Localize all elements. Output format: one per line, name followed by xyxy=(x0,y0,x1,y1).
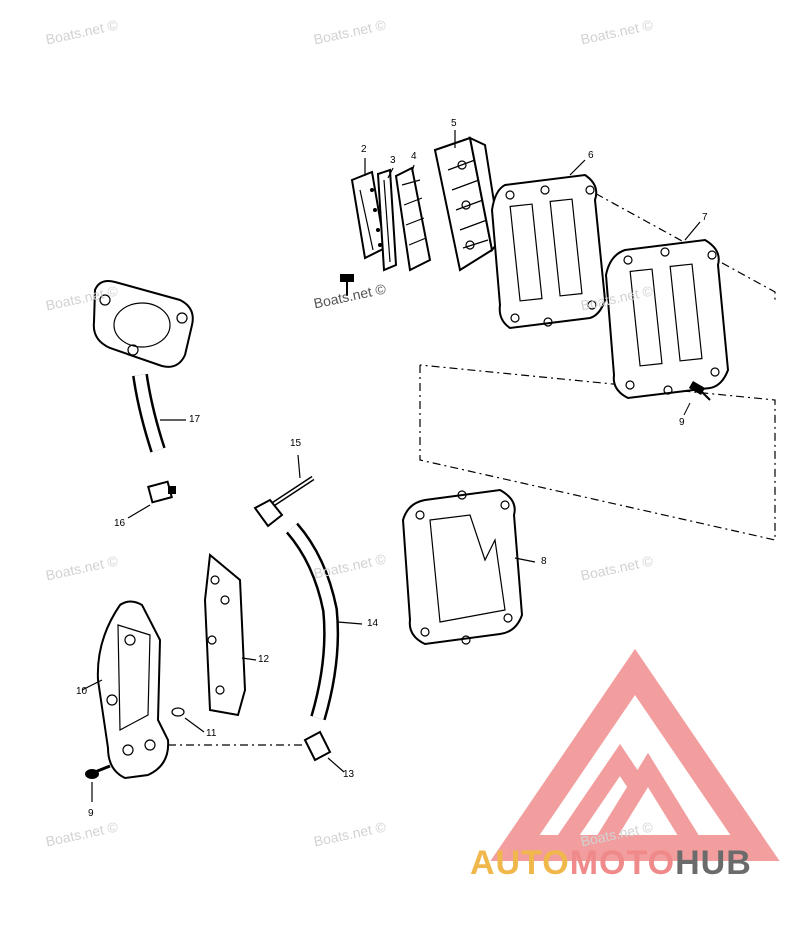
alignment-line-upper xyxy=(579,184,776,300)
part-3-reed-petal xyxy=(376,168,398,272)
part-12-plate xyxy=(203,553,257,717)
callout-8: 8 xyxy=(541,556,547,567)
brand-hub: HUB xyxy=(675,844,752,882)
part-4-reed-set xyxy=(394,166,432,272)
automotohub-wordmark: AUTOMOTOHUB xyxy=(470,844,752,883)
callout-11: 11 xyxy=(206,728,217,739)
part-11-ring xyxy=(171,707,205,733)
callout-7: 7 xyxy=(702,212,708,223)
part-17-hose xyxy=(132,373,166,453)
callout-14: 14 xyxy=(367,618,379,629)
brand-auto: AUTO xyxy=(470,844,570,882)
reed-screw xyxy=(340,274,354,296)
callout-13: 13 xyxy=(343,769,355,780)
part-13-fitting xyxy=(303,730,345,773)
fitting-flange xyxy=(92,280,194,368)
part-15-elbow-fitting xyxy=(253,454,315,528)
part-8-gasket xyxy=(401,488,524,646)
callout-2: 2 xyxy=(361,144,367,155)
callout-6: 6 xyxy=(588,150,594,161)
brand-moto: MOTO xyxy=(569,844,676,882)
callout-9-upper: 9 xyxy=(679,417,685,428)
callout-3: 3 xyxy=(390,155,396,166)
callout-5: 5 xyxy=(451,118,457,129)
callout-12: 12 xyxy=(258,654,270,665)
callout-9-lower: 9 xyxy=(88,808,94,819)
callout-15: 15 xyxy=(290,438,302,449)
part-9-screw-upper xyxy=(683,381,711,416)
part-6-gasket xyxy=(490,173,607,330)
callout-10: 10 xyxy=(76,686,88,697)
part-5-reed-block xyxy=(433,136,502,272)
automotohub-logo-icon xyxy=(490,648,780,861)
part-7-gasket xyxy=(604,238,730,400)
part-14-hose xyxy=(285,522,363,721)
callout-4: 4 xyxy=(411,151,417,162)
callout-16: 16 xyxy=(114,518,126,529)
part-10-bracket xyxy=(81,600,170,780)
part-16-fitting xyxy=(127,480,176,519)
part-9-screw-lower xyxy=(85,764,111,802)
callout-17: 17 xyxy=(189,414,201,425)
